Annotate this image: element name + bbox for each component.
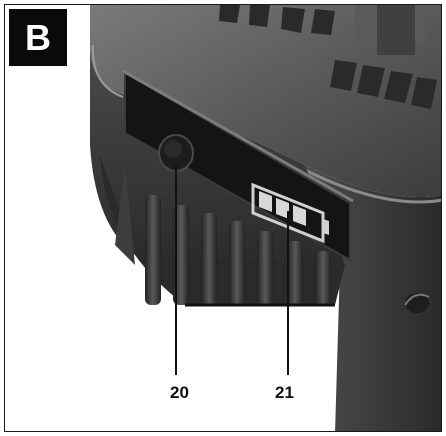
vent-grille [219,5,437,109]
callout-20: 20 [170,383,189,402]
callout-21: 21 [275,383,294,402]
ribbed-base [100,155,345,305]
panel-label: B [9,9,67,66]
charger-top-surface [90,5,441,197]
figure-frame: B 20 21 [4,4,442,432]
charger-illustration [90,5,441,431]
battery-level-icon [251,182,329,244]
